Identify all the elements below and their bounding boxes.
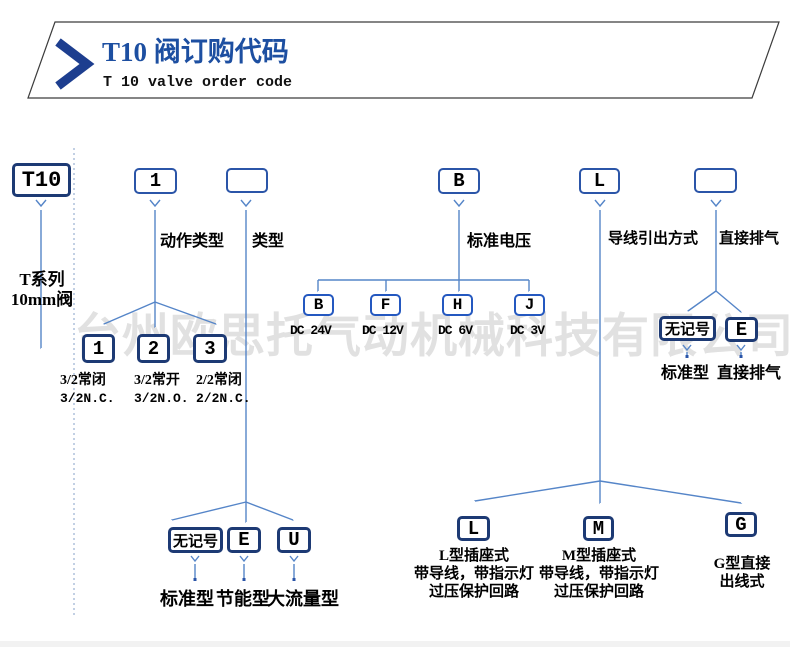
type-option-name: 标准型 <box>160 589 214 609</box>
type-option-box: U <box>277 527 311 553</box>
page-title: T10 阀订购代码 <box>102 37 289 67</box>
action-option-box: 2 <box>137 334 170 363</box>
type-option-box: 无记号 <box>168 527 223 553</box>
voltage-option-box: B <box>303 294 334 316</box>
lead-option-desc: 带导线，带指示灯 <box>538 566 659 582</box>
type-option-name: 节能型 <box>216 589 270 609</box>
voltage-option-box: H <box>442 294 473 316</box>
series-label-line2: 10mm阀 <box>10 290 74 309</box>
chevron-right-icon <box>55 38 95 90</box>
header-banner-shape <box>27 21 780 99</box>
category-action: 动作类型 <box>160 233 225 250</box>
code-box-voltage: B <box>438 168 480 194</box>
series-label-line1: T系列 <box>19 270 65 289</box>
lead-option-desc: 过压保护回路 <box>428 584 519 600</box>
action-option-name: 2/2常闭 <box>196 373 242 388</box>
lead-option-box: L <box>457 516 490 541</box>
exhaust-option-box: E <box>725 317 758 342</box>
lead-option-desc: M型插座式 <box>561 548 637 564</box>
voltage-option-label: DC 6V <box>438 323 473 338</box>
lead-option-desc: 过压保护回路 <box>553 584 644 600</box>
voltage-option-box: F <box>370 294 401 316</box>
action-option-name: 3/2常闭 <box>60 373 106 388</box>
exhaust-option-box: 无记号 <box>659 316 716 341</box>
code-box-lead: L <box>579 168 620 194</box>
exhaust-option-name: 标准型 <box>661 365 710 382</box>
page-subtitle: T 10 valve order code <box>103 74 293 91</box>
action-option-box: 3 <box>193 334 227 363</box>
action-option-box: 1 <box>82 334 115 363</box>
lead-option-desc: 出线式 <box>719 574 765 590</box>
type-option-name: 大流量型 <box>267 589 339 609</box>
bottom-strip <box>0 641 790 647</box>
category-type: 类型 <box>252 233 285 250</box>
action-option-name-en: 3/2N.C. <box>60 391 115 406</box>
lead-option-desc: 带导线，带指示灯 <box>413 566 534 582</box>
category-voltage: 标准电压 <box>467 233 532 250</box>
category-exhaust: 直接排气 <box>719 231 780 247</box>
lead-option-box: M <box>583 516 614 541</box>
lead-option-desc: L型插座式 <box>438 548 509 564</box>
voltage-option-box: J <box>514 294 545 316</box>
type-option-box: E <box>227 527 261 553</box>
action-option-name-en: 3/2N.O. <box>134 391 189 406</box>
voltage-option-label: DC 12V <box>362 323 404 338</box>
category-lead: 导线引出方式 <box>608 231 699 247</box>
lead-option-desc: G型直接 <box>713 556 771 572</box>
lead-option-box: G <box>725 512 757 537</box>
voltage-option-label: DC 24V <box>290 323 332 338</box>
exhaust-option-name: 直接排气 <box>717 365 782 382</box>
action-option-name: 3/2常开 <box>134 373 180 388</box>
action-option-name-en: 2/2N.C. <box>196 391 251 406</box>
code-box-exhaust <box>694 168 737 193</box>
voltage-option-label: DC 3V <box>510 323 545 338</box>
series-code-box: T10 <box>12 163 71 197</box>
code-box-action: 1 <box>134 168 177 194</box>
code-box-type <box>226 168 268 193</box>
